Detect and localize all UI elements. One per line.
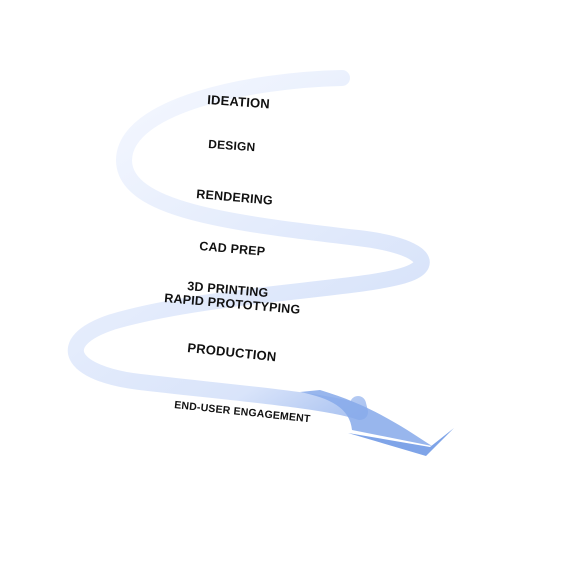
- stage-label-ideation: IDEATION: [207, 92, 271, 111]
- flow-arrow-tail-joint: [300, 390, 432, 446]
- flow-arrow-head: [348, 428, 454, 456]
- stage-label-cad-prep: CAD PREP: [199, 239, 266, 259]
- stage-label-rendering: RENDERING: [196, 187, 274, 208]
- flow-arrow-band: [67, 70, 430, 420]
- stage-label-design: DESIGN: [208, 137, 256, 154]
- stage-label-production: PRODUCTION: [187, 340, 277, 364]
